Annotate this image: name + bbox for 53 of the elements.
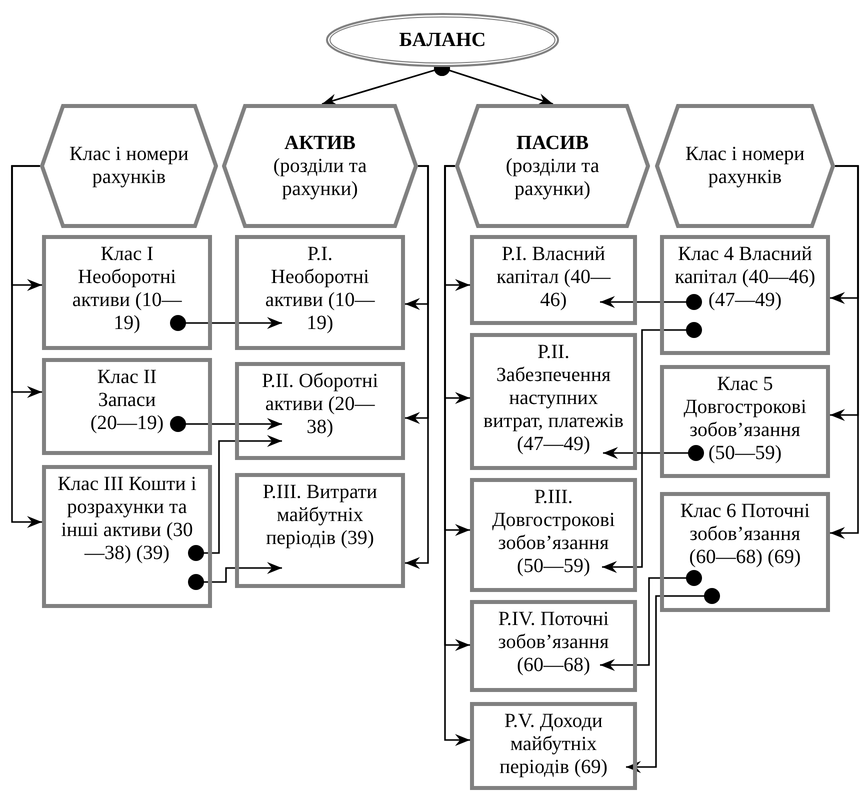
connector-arrow	[405, 165, 429, 569]
account-box	[470, 702, 637, 790]
header-text: (розділи та рахунки)	[272, 154, 368, 200]
connector-arrow	[600, 294, 702, 310]
account-text: Р.III. Довгострокові зобов’язання (50—59)	[491, 486, 616, 578]
connector-arrow	[170, 315, 282, 331]
account-text: Р.IV. Поточні зобов’язання (60—68)	[497, 608, 610, 677]
connector-arrow	[188, 435, 282, 561]
connector-arrow	[170, 416, 282, 432]
connector-arrow	[444, 165, 470, 746]
connector-arrow	[188, 562, 282, 590]
account-text: Клас II Запаси (20—19)	[89, 366, 165, 435]
account-box	[42, 358, 212, 455]
account-box	[660, 365, 830, 478]
connector-arrow	[603, 445, 704, 461]
header-hexagon	[655, 104, 835, 228]
account-text: Клас III Кошти і розрахунки та інші активи (30—38) (39)	[56, 473, 198, 565]
account-box	[660, 492, 830, 612]
header-text: Клас і номери рахунків	[685, 143, 805, 189]
account-box	[470, 600, 637, 692]
account-box	[660, 235, 830, 355]
connector-arrow	[602, 322, 702, 573]
root-title: БАЛАНС	[399, 28, 486, 52]
account-text: Р.II. Забезпечення наступних витрат, платежів (47—49)	[482, 341, 625, 456]
account-box	[235, 362, 405, 460]
account-box	[470, 235, 637, 325]
account-text: Р.III. Витрати майбутніх періодів (39)	[262, 481, 378, 550]
header-text: Клас і номери рахунків	[69, 143, 189, 189]
account-text: Р.I. Необоротні активи (10—19)	[264, 243, 376, 335]
account-text: Р.II. Оборотні активи (20—38)	[260, 370, 380, 439]
account-box	[470, 333, 637, 470]
account-box	[470, 478, 637, 592]
header-text: (розділи та рахунки)	[504, 154, 600, 200]
account-box	[235, 473, 405, 588]
account-text: Клас I Необоротні активи (10—19)	[71, 243, 183, 335]
connector-arrow	[11, 165, 42, 528]
account-text: Клас 6 Поточні зобов’язання (60—68) (69)	[679, 500, 811, 569]
account-box	[42, 235, 212, 350]
header-hexagon	[40, 104, 218, 228]
account-box	[42, 465, 212, 608]
account-text: Клас 4 Власний капітал (40—46) (47—49)	[674, 243, 816, 312]
account-text: Р.I. Власний капітал (40—46)	[496, 243, 612, 312]
account-text: Р.V. Доходи майбутніх періодів (69)	[498, 710, 609, 779]
header-hexagon	[455, 104, 650, 228]
connector-arrow	[600, 570, 702, 671]
account-box	[235, 235, 405, 350]
connector-arrow	[626, 588, 720, 773]
connector-arrow	[830, 165, 859, 539]
header-hexagon	[222, 104, 418, 228]
account-text: Клас 5 Довгострокові зобов’язання (50—59)	[682, 373, 808, 465]
header-title: ПАСИВ	[516, 132, 589, 154]
root-ellipse	[325, 12, 560, 68]
header-title: АКТИВ	[284, 132, 356, 154]
